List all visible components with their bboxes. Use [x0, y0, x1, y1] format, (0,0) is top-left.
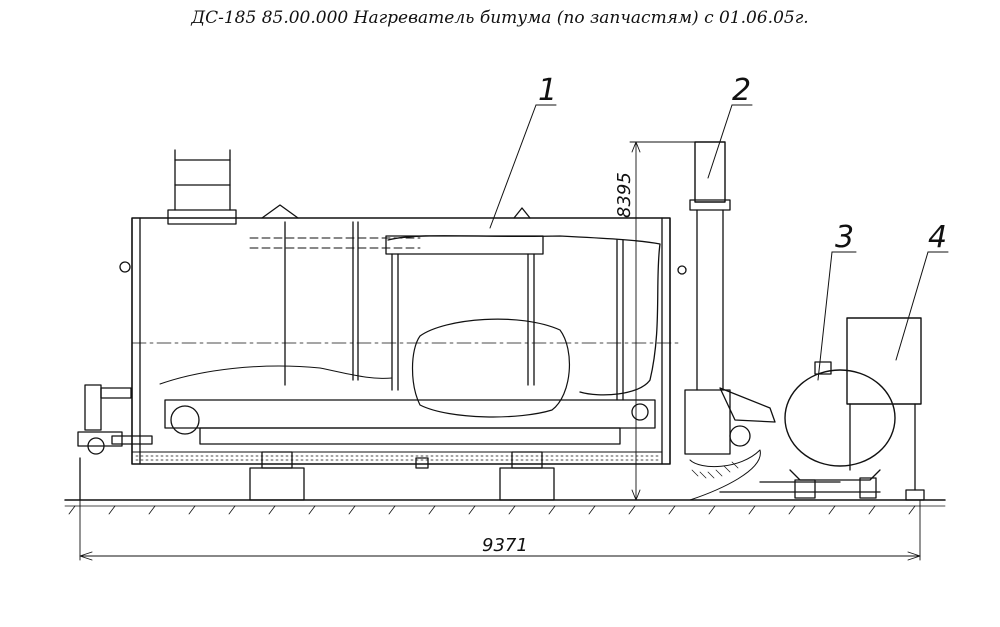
length-dimension-label: 9371: [482, 535, 528, 556]
tank-supports: [249, 451, 555, 501]
chimney: [684, 141, 776, 501]
callout-3: 3: [835, 220, 854, 255]
fuel-tank: [719, 361, 896, 499]
drawing-title: ДС-185 85.00.000 Нагреватель битума (по …: [191, 8, 809, 28]
leader-lines: [489, 104, 949, 381]
callout-4: 4: [928, 220, 947, 255]
bitumen-tank: [119, 149, 687, 465]
ground-line: [64, 499, 946, 515]
control-cabinet: [846, 317, 925, 501]
height-dimension-label: 8395: [614, 172, 635, 218]
callout-2: 2: [732, 73, 751, 108]
height-dimension: [629, 141, 701, 501]
length-dimension: [79, 499, 921, 561]
left-fittings: [77, 384, 153, 501]
callout-1: 1: [538, 73, 557, 108]
